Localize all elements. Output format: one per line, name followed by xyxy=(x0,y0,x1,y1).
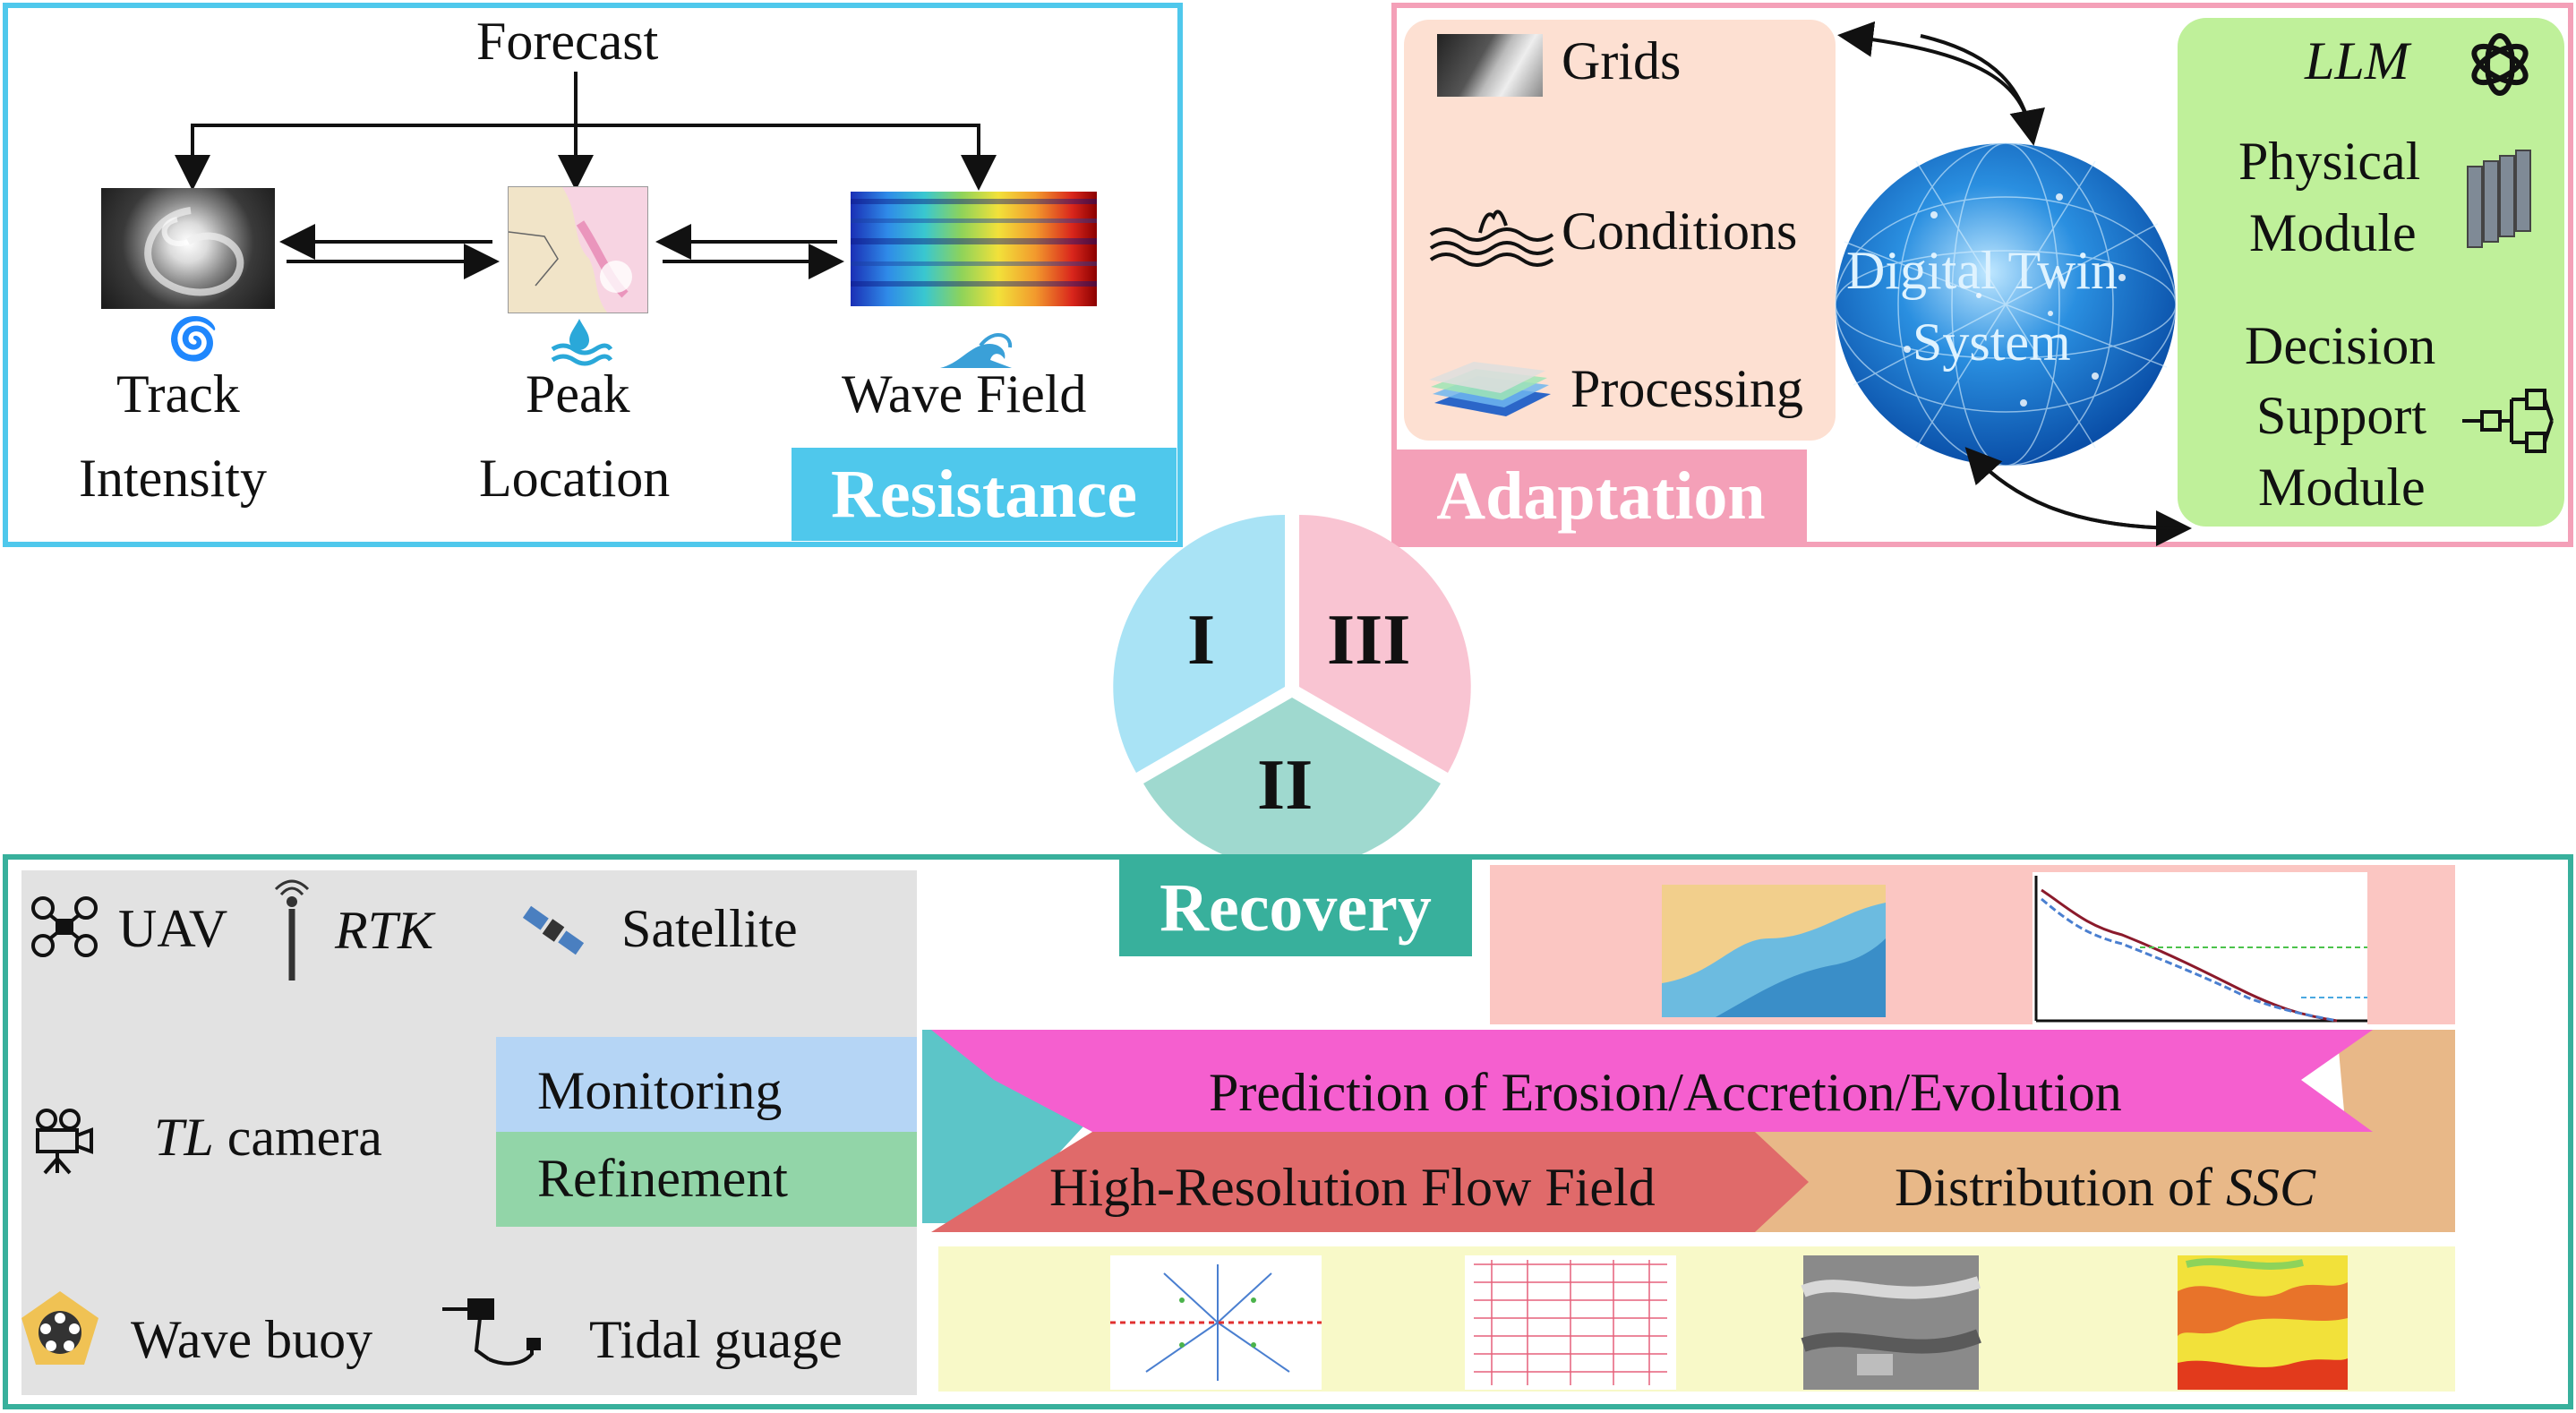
ssc-italic: SSC xyxy=(2226,1158,2316,1217)
typhoon-satellite-image xyxy=(101,188,275,309)
segment-ii-label: II xyxy=(1257,746,1314,825)
resistance-panel xyxy=(3,3,1183,547)
globe-link-arrows xyxy=(1837,21,2192,546)
recovery-tag: Recovery xyxy=(1119,860,1472,956)
segment-ii xyxy=(1143,698,1441,869)
decision-label: Decision xyxy=(2245,316,2436,375)
wave-field-heatmap xyxy=(851,192,1097,306)
ssc-prefix: Distribution of xyxy=(1895,1158,2226,1217)
tl-camera-icon xyxy=(36,1109,93,1175)
location-label: Location xyxy=(479,449,671,508)
decision-tree-icon xyxy=(2462,389,2554,453)
forecast-arrows xyxy=(175,72,997,279)
grids-image xyxy=(1437,34,1543,97)
modules-box xyxy=(2178,18,2564,527)
segment-i-label: I xyxy=(1187,601,1216,680)
prediction-label: Prediction of Erosion/Accretion/Evolutio… xyxy=(1209,1063,2122,1122)
flow-label: High-Resolution Flow Field xyxy=(1049,1158,1656,1217)
wave-buoy-icon xyxy=(21,1291,98,1365)
flow-band xyxy=(931,1132,1809,1232)
bathymetry-relief-image xyxy=(1801,1255,1981,1390)
module-label-1: Module xyxy=(2249,203,2417,262)
refinement-band xyxy=(496,1132,917,1227)
llm-label: LLM xyxy=(2305,31,2409,90)
digital-twin-globe xyxy=(1835,142,2177,467)
ssc-distribution-image xyxy=(2178,1255,2348,1390)
profile-line-chart xyxy=(2033,872,2367,1024)
physical-label: Physical xyxy=(2238,132,2421,191)
forecast-label: Forecast xyxy=(476,12,659,71)
grids-label: Grids xyxy=(1562,31,1682,90)
module-label-2: Module xyxy=(2258,458,2426,517)
processing-layers-icon xyxy=(1429,362,1551,416)
cyclone-icon: 🌀 xyxy=(167,316,219,362)
conditions-label: Conditions xyxy=(1562,201,1798,261)
wave-icon xyxy=(940,333,1013,368)
ssc-label: Distribution of SSC xyxy=(1895,1157,2315,1219)
resistance-tag: Resistance xyxy=(792,448,1177,541)
prediction-band xyxy=(931,1030,2373,1132)
satellite-label: Satellite xyxy=(621,899,798,958)
prediction-tail xyxy=(2337,1030,2455,1132)
monitoring-chevron xyxy=(922,1030,1083,1223)
support-label: Support xyxy=(2256,386,2427,445)
peak-label: Peak xyxy=(526,364,630,424)
physical-layers-icon xyxy=(2467,150,2531,248)
rtk-antenna-icon xyxy=(274,879,310,981)
globe-label-line1: Digital Twin xyxy=(1846,241,2118,300)
wave-conditions-icon xyxy=(1429,210,1554,267)
camera-text: camera xyxy=(213,1108,382,1167)
segment-iii-label: III xyxy=(1327,601,1411,680)
wave-buoy-label: Wave buoy xyxy=(131,1310,373,1369)
flow-vector-image xyxy=(1110,1255,1322,1390)
shoreline-evolution-image xyxy=(1662,885,1886,1017)
coastal-map-image xyxy=(508,186,648,313)
tl-camera-label: TL camera xyxy=(154,1107,382,1169)
three-phase-pie xyxy=(1113,515,1471,869)
uav-drone-icon xyxy=(31,896,98,957)
uav-label: UAV xyxy=(118,899,228,958)
track-label: Track xyxy=(116,364,240,424)
adaptation-panel xyxy=(1391,3,2573,547)
tidal-gauge-icon xyxy=(442,1298,541,1366)
recovery-panel xyxy=(3,854,2573,1409)
velocity-field-image xyxy=(1465,1255,1676,1390)
processing-label: Processing xyxy=(1570,359,1803,418)
ssc-band xyxy=(1746,1132,2455,1232)
tidal-gauge-label: Tidal guage xyxy=(589,1310,843,1369)
segment-iii xyxy=(1299,515,1471,773)
satellite-icon xyxy=(522,905,585,955)
intensity-label: Intensity xyxy=(79,449,267,508)
water-level-icon xyxy=(551,319,613,366)
globe-label-line2: System xyxy=(1913,313,2071,372)
segment-i xyxy=(1113,515,1285,773)
tl-italic: TL xyxy=(154,1108,214,1167)
monitoring-label: Monitoring xyxy=(537,1061,783,1120)
adaptation-tag: Adaptation xyxy=(1395,450,1807,543)
rtk-label: RTK xyxy=(335,901,434,960)
refinement-label: Refinement xyxy=(537,1149,788,1208)
monitoring-band xyxy=(496,1037,917,1132)
prediction-arrow-bands xyxy=(922,1030,2455,1232)
llm-logo-icon xyxy=(2471,33,2529,96)
wave-field-label: Wave Field xyxy=(842,364,1087,424)
